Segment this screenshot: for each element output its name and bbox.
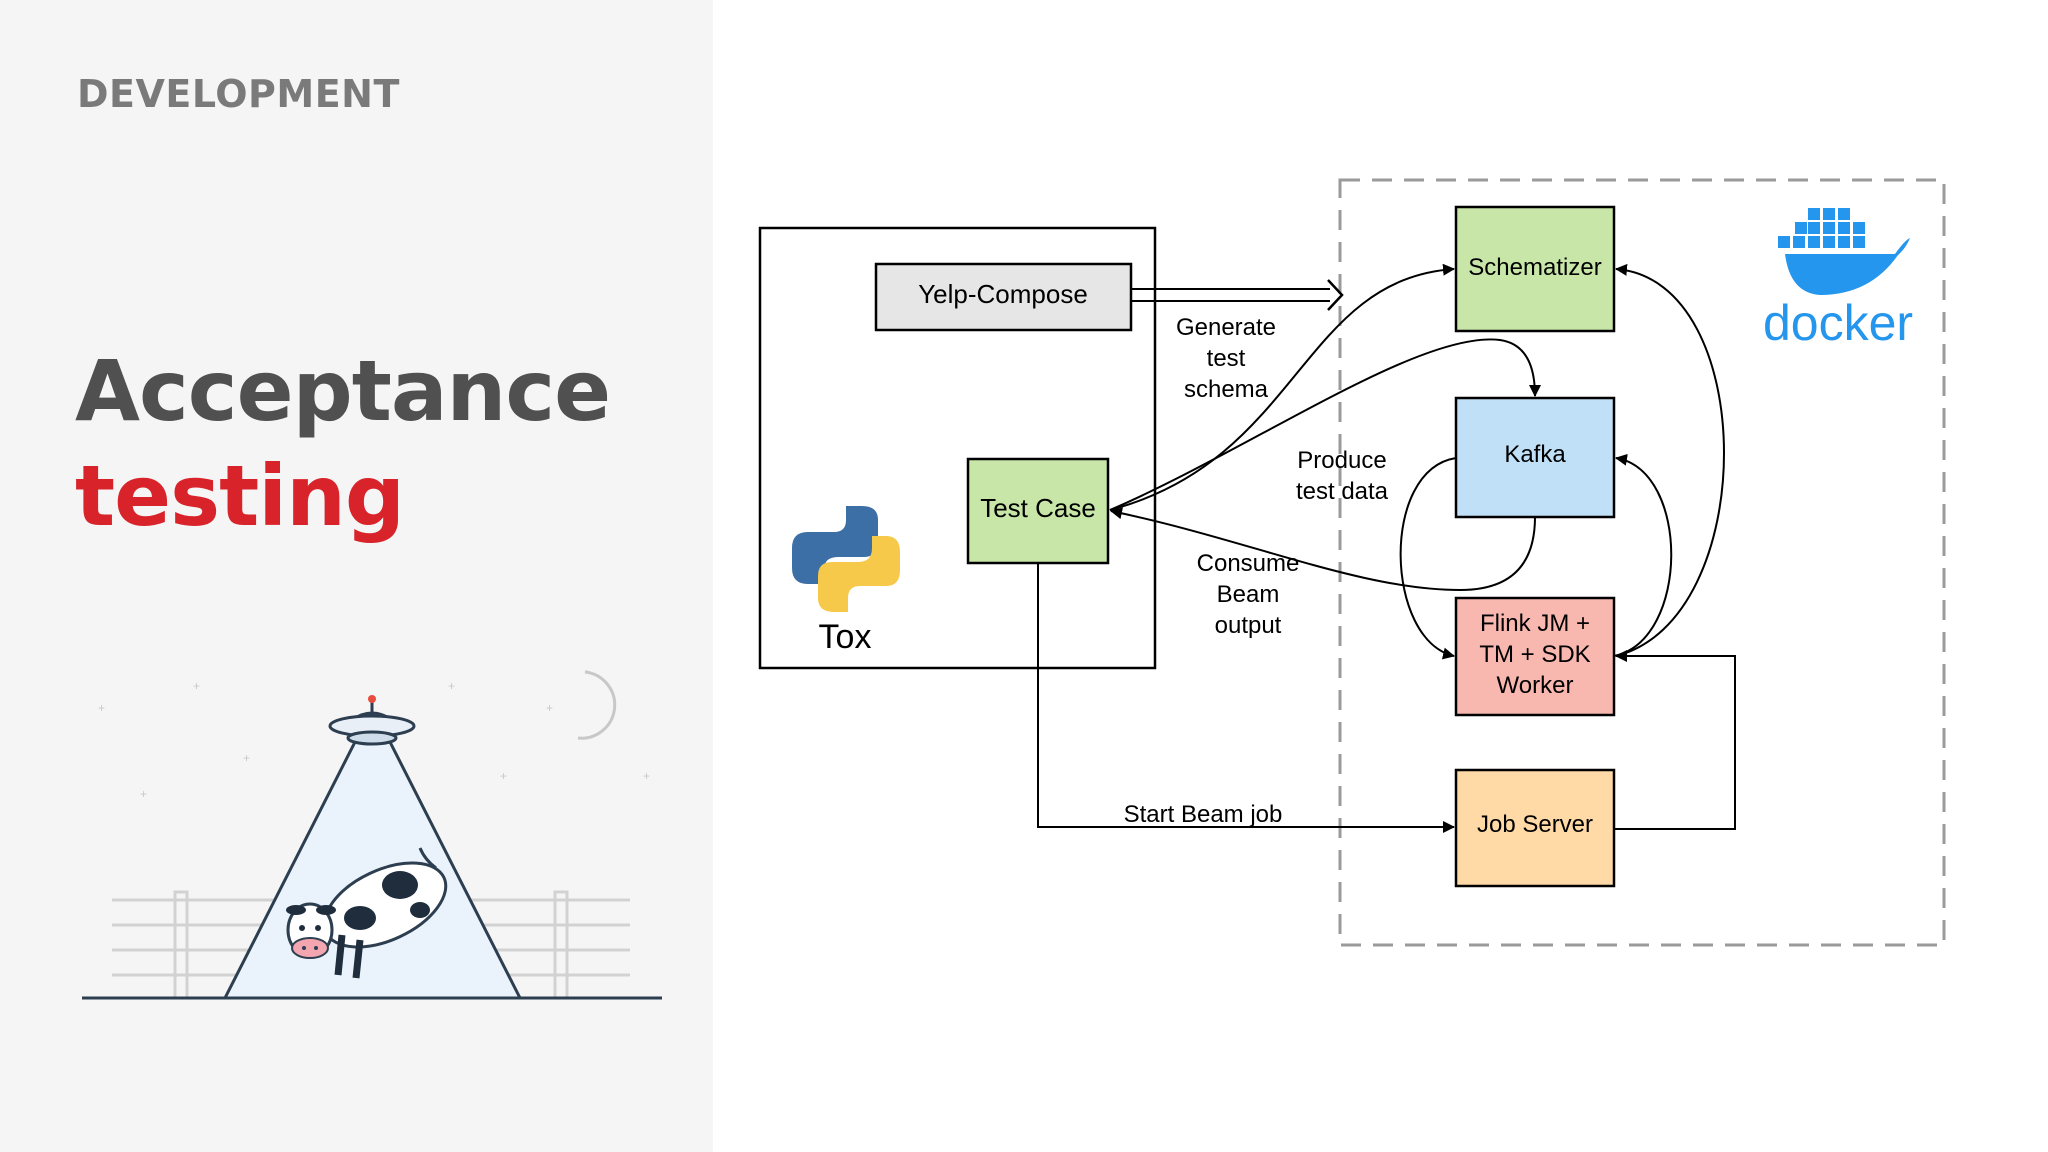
svg-text:+: + xyxy=(500,769,507,783)
yelp-compose-node[interactable] xyxy=(874,262,1133,332)
moon-icon xyxy=(577,670,617,740)
section-label: DEVELOPMENT xyxy=(77,72,400,116)
edge-label-produce-1: Produce xyxy=(1297,447,1386,474)
flink-node[interactable] xyxy=(1454,596,1616,717)
edge-flink-to-kafka xyxy=(1613,453,1673,657)
tox-label: Tox xyxy=(819,618,872,656)
edge-compose-arrowhead xyxy=(1327,279,1344,311)
edge-kafka-to-flink xyxy=(1399,457,1457,660)
svg-text:+: + xyxy=(140,787,147,801)
edge-label-produce-2: test data xyxy=(1296,478,1389,505)
edge-jobserver-to-flink xyxy=(1614,650,1736,830)
kafka-label: Kafka xyxy=(1504,441,1566,468)
docker-wordmark: docker xyxy=(1763,295,1913,351)
python-logo-icon xyxy=(792,506,900,612)
edge-compose-to-docker xyxy=(1131,288,1330,302)
svg-text:+: + xyxy=(98,701,105,715)
svg-text:+: + xyxy=(643,769,650,783)
test-case-label: Test Case xyxy=(980,493,1096,523)
test-case-node[interactable] xyxy=(966,457,1110,565)
svg-text:+: + xyxy=(546,701,553,715)
edge-label-consume-1: Consume xyxy=(1197,550,1300,577)
svg-text:+: + xyxy=(243,751,250,765)
edge-kafka-to-test xyxy=(1110,507,1536,592)
edge-label-generate-1: Generate xyxy=(1176,314,1276,341)
edge-test-to-kafka xyxy=(1109,338,1541,511)
edge-label-generate-3: schema xyxy=(1184,376,1269,403)
stars: + + + + + + + + xyxy=(98,679,650,801)
edge-label-start-job: Start Beam job xyxy=(1124,801,1283,828)
docker-boundary xyxy=(1338,178,1946,947)
edge-label-consume-3: output xyxy=(1215,612,1282,639)
edge-test-to-jobserver xyxy=(1037,563,1455,833)
flink-label-line1: Flink JM + xyxy=(1480,610,1590,637)
svg-text:+: + xyxy=(193,679,200,693)
slide-title-line2: testing xyxy=(75,447,405,545)
flink-label-line3: Worker xyxy=(1497,672,1574,699)
ufo-abduction-illustration: + + + + + + + + xyxy=(82,670,662,1000)
svg-text:+: + xyxy=(448,679,455,693)
edge-test-to-schematizer xyxy=(1109,263,1455,511)
kafka-node[interactable] xyxy=(1454,396,1616,519)
schematizer-label: Schematizer xyxy=(1468,254,1601,281)
yelp-compose-label: Yelp-Compose xyxy=(918,279,1088,309)
docker-whale-icon xyxy=(1778,208,1910,295)
slide-title-line1: Acceptance xyxy=(75,342,611,440)
ufo-icon xyxy=(328,695,416,746)
job-server-node[interactable] xyxy=(1454,768,1616,888)
job-server-label: Job Server xyxy=(1477,811,1593,838)
flink-label-line2: TM + SDK xyxy=(1479,641,1590,668)
schematizer-node[interactable] xyxy=(1454,205,1616,333)
cow-icon xyxy=(286,847,448,979)
edge-label-generate-2: test xyxy=(1207,345,1246,372)
edge-label-consume-2: Beam xyxy=(1217,581,1280,608)
edge-flink-to-schematizer xyxy=(1615,263,1725,657)
